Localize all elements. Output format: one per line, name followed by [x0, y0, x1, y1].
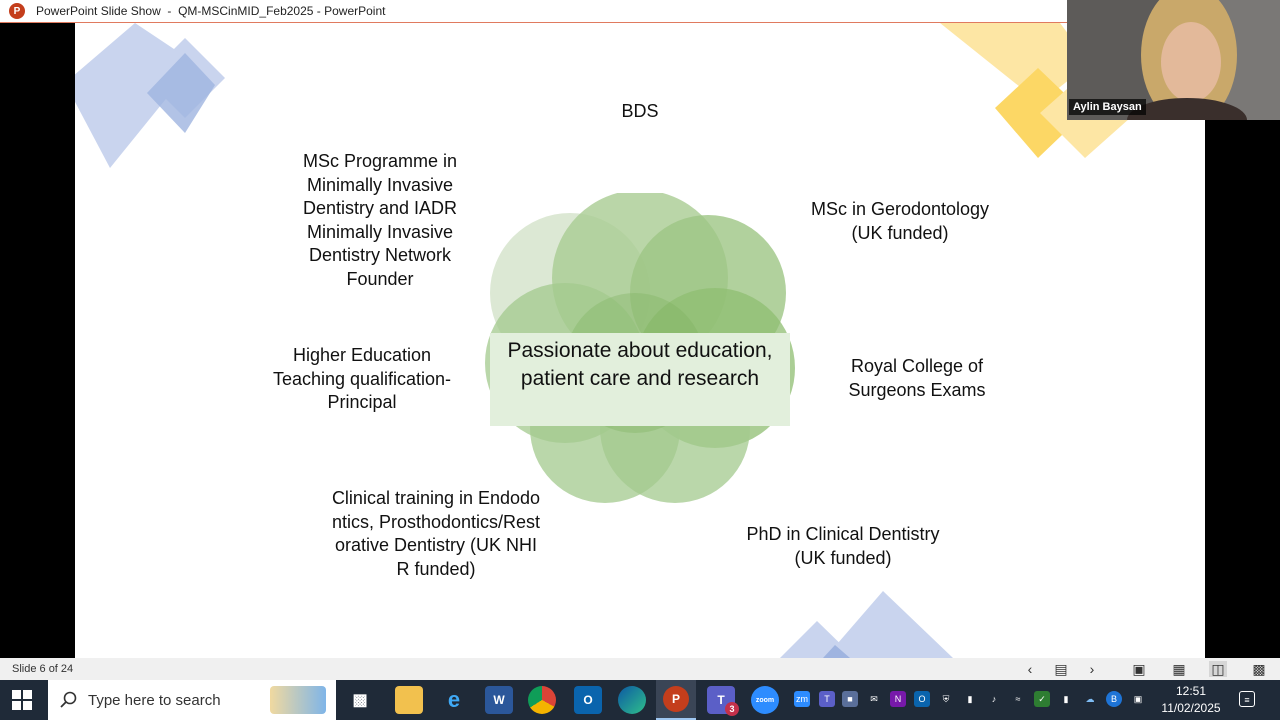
window-title: PowerPoint Slide Show - QM-MSCinMID_Feb2… [36, 4, 386, 18]
outlook-icon[interactable]: O [574, 686, 602, 714]
reading-view-icon[interactable]: ◫ [1209, 661, 1227, 677]
task-view-icon[interactable]: ▩ [352, 692, 368, 709]
center-text: Passionate about education, patient care… [507, 339, 773, 390]
internet-explorer-icon[interactable]: e [447, 687, 461, 712]
powerpoint-taskbar-icon[interactable]: P [656, 680, 696, 720]
defender-tray-icon[interactable]: ⛨ [942, 694, 950, 704]
onenote-tray-icon[interactable]: N [890, 691, 906, 707]
item-phd: PhD in Clinical Dentistry (UK funded) [746, 524, 940, 568]
outlook-tray-icon[interactable]: O [914, 691, 930, 707]
grid-view-icon[interactable]: ▦ [1172, 661, 1186, 677]
search-icon [60, 691, 77, 708]
teams-badge: 3 [725, 702, 739, 716]
deco-blue-diamonds [75, 23, 225, 168]
webcam-video-tile[interactable]: Aylin Baysan [1067, 0, 1280, 120]
mail-tray-icon[interactable]: ✉ [870, 694, 878, 704]
search-placeholder: Type here to search [88, 691, 221, 709]
edge-icon[interactable] [618, 686, 646, 714]
next-icon[interactable]: › [1089, 661, 1095, 677]
item-msc-gero: MSc in Gerodontology (UK funded) [810, 199, 990, 243]
word-icon[interactable]: W [485, 686, 513, 714]
slideshow-statusbar: Slide 6 of 24 ‹ ▤ › ▣ ▦ ◫ ▩ [0, 658, 1280, 680]
window-titlebar: P PowerPoint Slide Show - QM-MSCinMID_Fe… [0, 0, 1280, 23]
previous-icon[interactable]: ‹ [1027, 661, 1033, 677]
item-higher-ed: Higher Education Teaching qualification-… [272, 345, 452, 412]
chrome-icon[interactable] [528, 686, 556, 714]
onedrive-icon[interactable]: ☁ [1085, 694, 1095, 704]
zoom-tray-icon[interactable]: zm [794, 691, 810, 707]
windows-start-icon[interactable] [12, 690, 32, 710]
search-highlight-icon [270, 686, 326, 714]
battery-icon[interactable]: ▮ [967, 694, 973, 704]
center-text-box [490, 333, 790, 426]
vpn-tray-icon[interactable]: ▣ [1133, 694, 1143, 704]
clock-time: 12:51 [1175, 684, 1207, 698]
zoom-icon[interactable]: zoom [751, 686, 779, 714]
normal-view-icon[interactable]: ▣ [1132, 661, 1146, 677]
usb-icon[interactable]: ▮ [1063, 694, 1069, 704]
slide-sorter-menu-icon[interactable]: ▤ [1054, 661, 1068, 677]
bluetooth-icon[interactable]: B [1106, 691, 1122, 707]
item-royal-college: Royal College of Surgeons Exams [848, 356, 986, 400]
item-msc-mid: MSc Programme in Minimally Invasive Dent… [302, 151, 458, 289]
slide-canvas[interactable]: Passionate about education, patient care… [75, 23, 1205, 658]
participant-name-label: Aylin Baysan [1069, 99, 1146, 115]
notifications-icon[interactable]: ≡ [1239, 691, 1255, 707]
deco-blue-triangles [780, 591, 953, 658]
file-explorer-icon[interactable] [395, 686, 423, 714]
taskbar-search-box[interactable]: Type here to search [48, 680, 336, 720]
volume-icon[interactable]: ♪ [991, 694, 997, 704]
teams-icon[interactable]: T 3 [707, 686, 739, 716]
taskbar-clock[interactable]: 12:51 11/02/2025 [1152, 683, 1230, 717]
wifi-icon[interactable]: ≈ [1015, 694, 1021, 704]
slide-counter: Slide 6 of 24 [12, 663, 74, 675]
windows-taskbar: Type here to search ▩ e W O P T 3 zoom z… [0, 680, 1280, 720]
clock-date: 11/02/2025 [1161, 701, 1221, 715]
presenter-view-icon[interactable]: ▩ [1252, 661, 1266, 677]
teams-tray-icon[interactable]: T [819, 691, 835, 707]
item-clinical-training: Clinical training in Endodontics, Prosth… [331, 488, 541, 579]
security-tray-icon[interactable]: ■ [842, 691, 858, 707]
shield-icon[interactable]: ✓ [1034, 691, 1050, 707]
powerpoint-app-icon: P [9, 3, 25, 19]
item-bds: BDS [621, 101, 659, 121]
